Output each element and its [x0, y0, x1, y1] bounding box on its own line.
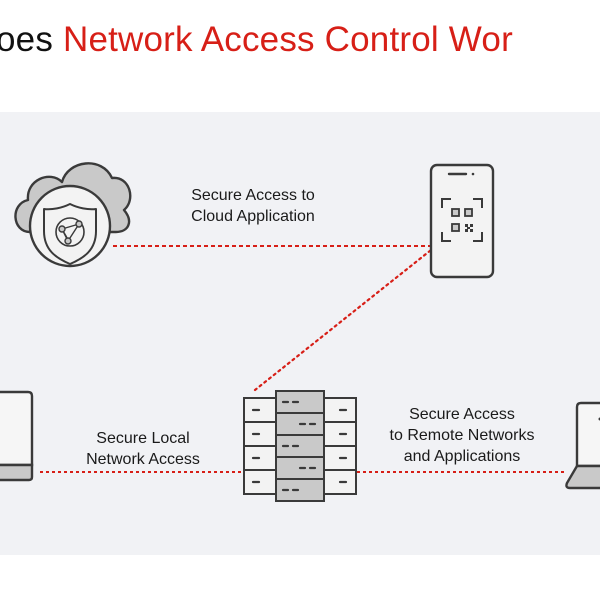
title-highlight: Network Access Control Wor [62, 20, 513, 59]
label-line: to Remote Networks [389, 427, 535, 444]
page-title: oes Network Access Control Wor [0, 20, 513, 60]
label-line: Network Access [86, 451, 200, 468]
label-line: and Applications [403, 448, 521, 465]
cloud-shield-network-icon [14, 162, 132, 268]
label-cloud-access: Secure Access to Cloud Application [168, 185, 338, 227]
label-line: Secure Access to [191, 187, 315, 204]
laptop-icon [565, 401, 600, 490]
title-prefix: oes [0, 20, 54, 59]
smartphone-qr-code-icon [429, 163, 495, 279]
label-remote-access: Secure Access to Remote Networks and App… [372, 404, 552, 467]
laptop-icon [0, 390, 34, 482]
label-line: Secure Local [96, 430, 190, 447]
label-line: Secure Access [409, 406, 515, 423]
label-line: Cloud Application [191, 208, 315, 225]
label-local-access: Secure Local Network Access [58, 428, 228, 470]
connector-server-to-phone [253, 248, 433, 392]
server-rack-icon [243, 390, 357, 502]
